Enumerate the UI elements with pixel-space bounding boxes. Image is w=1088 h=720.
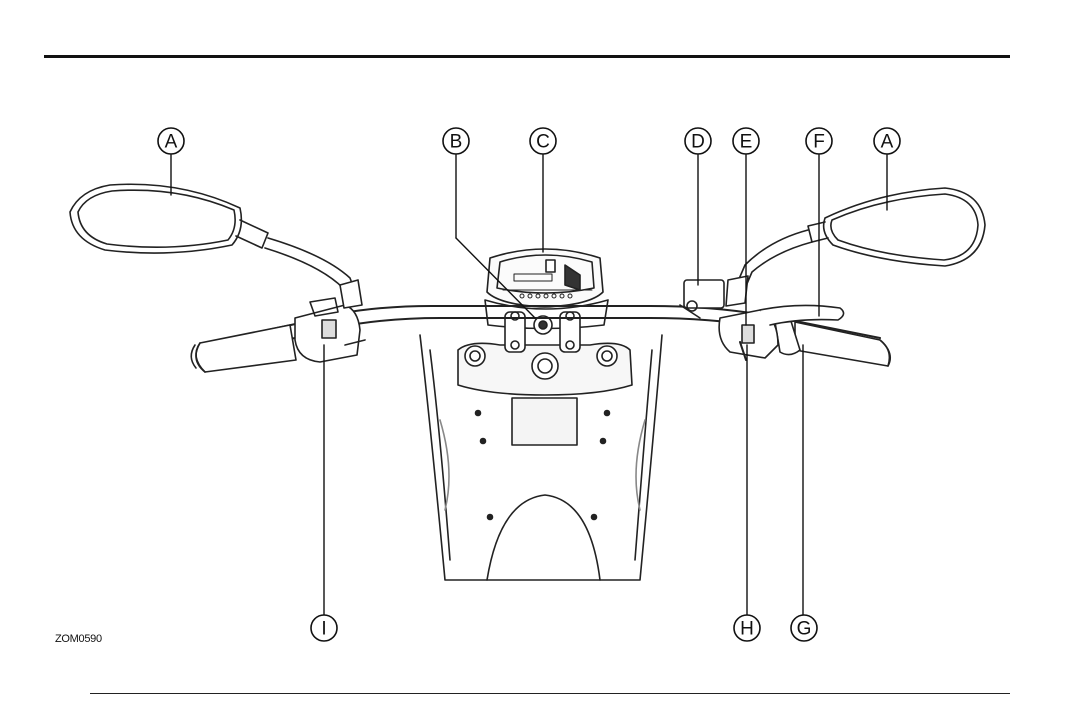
left-mirror xyxy=(70,184,362,308)
left-grip xyxy=(191,325,296,372)
figure-id: ZOM0590 xyxy=(55,633,102,645)
callout-c: C xyxy=(536,132,550,153)
right-grip xyxy=(775,318,890,366)
callout-a-left: A xyxy=(165,132,178,153)
right-mirror xyxy=(726,188,985,306)
callout-e: E xyxy=(740,132,753,153)
bottom-rule xyxy=(90,693,1010,694)
callout-i: I xyxy=(321,619,326,640)
callout-h: H xyxy=(740,619,754,640)
callout-f: F xyxy=(813,132,825,153)
callout-a-right: A xyxy=(881,132,894,153)
callout-b: B xyxy=(450,132,463,153)
brake-reservoir xyxy=(680,280,724,318)
callout-d: D xyxy=(691,132,705,153)
callout-g: G xyxy=(797,619,812,640)
triple-clamp xyxy=(458,343,632,395)
left-switch-cube xyxy=(295,298,365,362)
